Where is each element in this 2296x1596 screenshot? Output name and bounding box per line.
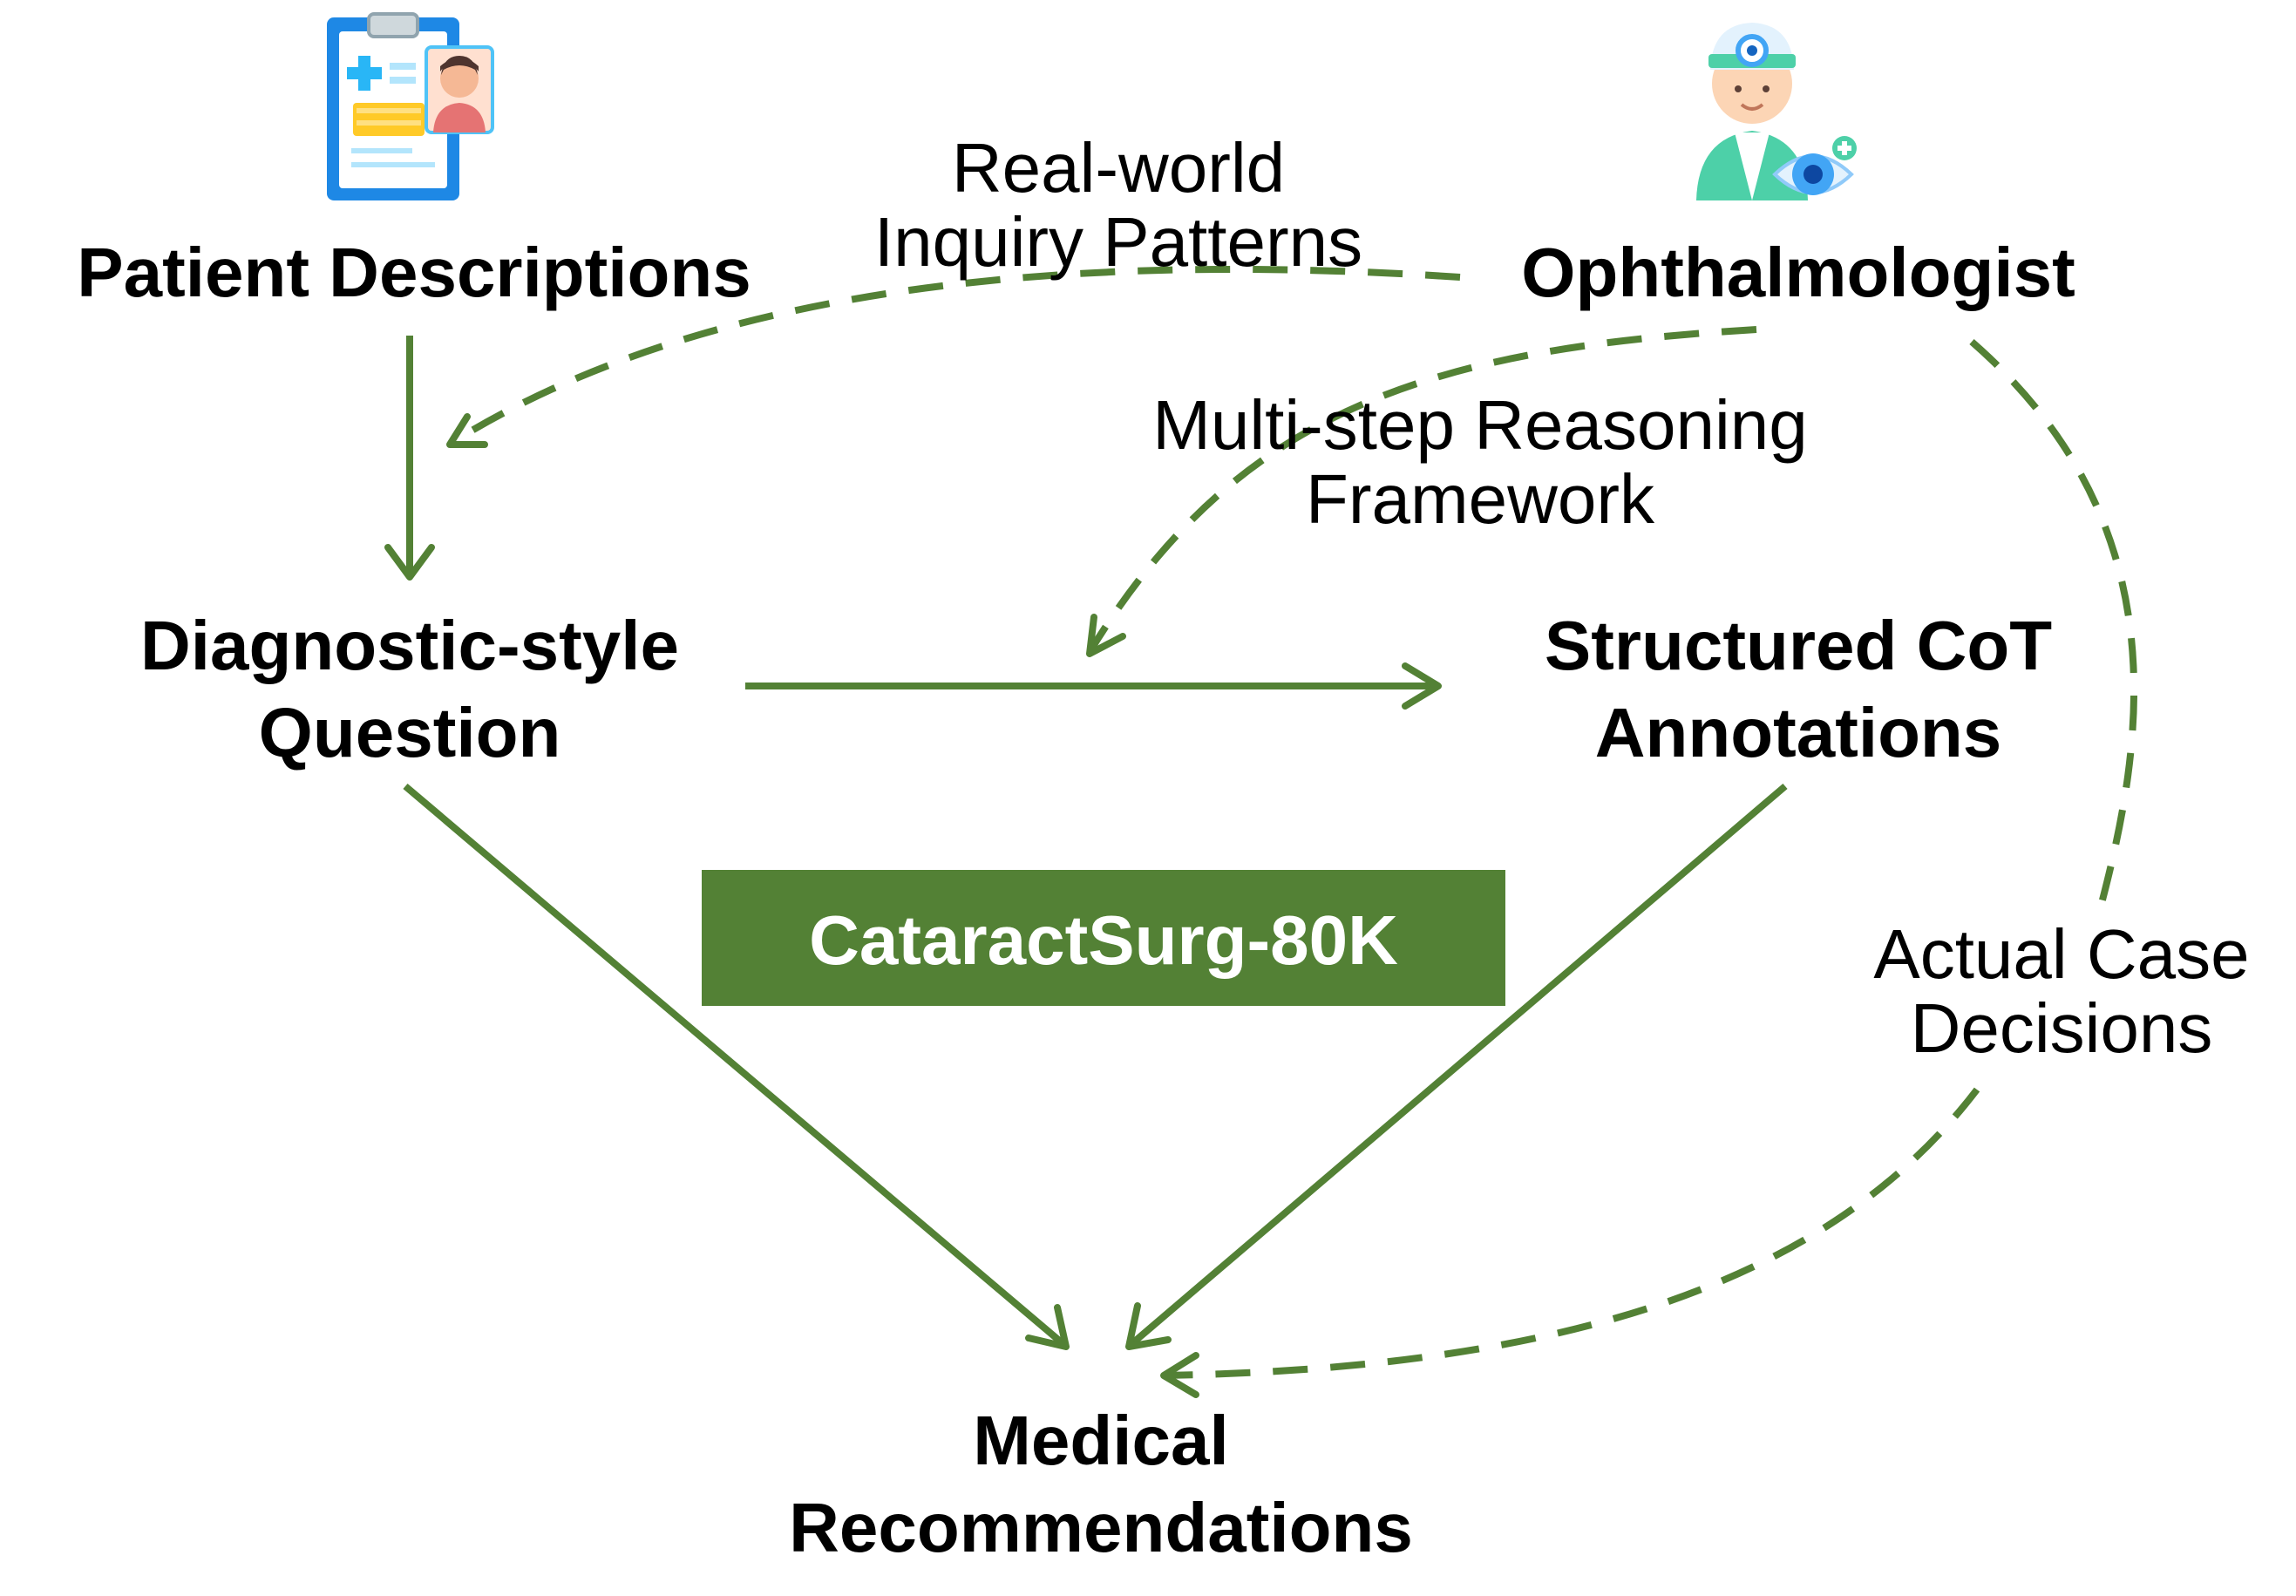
node-medical-line1: Medical [973,1402,1228,1479]
arrowhead-real-world [446,413,488,448]
arrow-diagnostic-to-medical [403,783,1066,1348]
edge-real-world-line2: Inquiry Patterns [874,203,1362,281]
edge-multi-step-line2: Framework [1306,460,1655,538]
node-cot-line2: Annotations [1595,694,2002,771]
edge-actual-case-line2: Decisions [1911,989,2213,1067]
dataset-badge-label: CataractSurg-80K [809,901,1398,979]
arrow-cot-to-medical [1129,783,1788,1348]
node-cot-line1: Structured CoT [1545,607,2052,684]
node-ophthalmologist: Ophthalmologist [1521,234,2075,311]
edge-actual-case-line1: Actual Case [1873,915,2249,993]
arrowhead-actual-case [1160,1352,1199,1398]
edge-multi-step-line1: Multi-step Reasoning [1152,386,1807,464]
arrowhead-diagnostic-to-cot [1402,662,1442,710]
ophthalmologist-icon [1696,23,1857,200]
node-diagnostic-line2: Question [259,694,561,771]
arrowhead-multi-step [1086,614,1126,657]
dataset-badge [702,870,1505,1006]
dashed-arrow-multi-step [1086,326,1757,655]
arrowhead-cot-to-medical [1125,1302,1172,1350]
node-medical-line2: Recommendations [789,1489,1413,1566]
dashed-arrow-actual-case-lower [1163,1087,1980,1379]
arrowhead-diagnostic-to-medical [1025,1304,1070,1350]
node-diagnostic-line1: Diagnostic-style [140,607,679,684]
node-patient-descriptions: Patient Descriptions [77,234,751,311]
patient-record-icon [327,12,494,200]
arrowhead-patient-to-diagnostic [384,544,435,581]
dashed-arrow-actual-case [1969,338,2138,908]
edge-real-world-line1: Real-world [952,129,1285,207]
dashed-arrow-real-world [449,265,1461,446]
